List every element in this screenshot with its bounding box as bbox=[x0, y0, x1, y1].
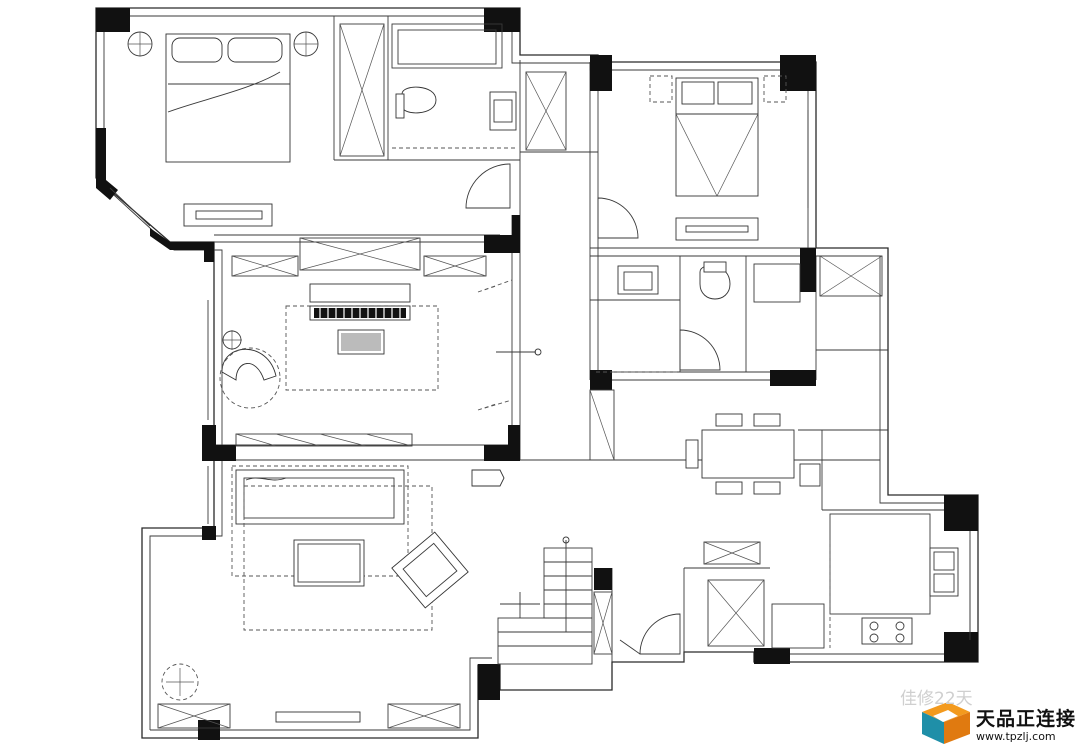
kitchen bbox=[707, 513, 971, 649]
piano-icon bbox=[309, 283, 411, 303]
toilet-icon bbox=[401, 86, 437, 114]
stove-icon bbox=[861, 617, 913, 645]
brand-name: 天品正连接 bbox=[976, 708, 1077, 730]
piano-keys bbox=[314, 308, 406, 318]
study-room bbox=[207, 237, 542, 447]
structural-columns bbox=[96, 8, 978, 740]
second-bedroom bbox=[597, 75, 809, 241]
staircase bbox=[497, 536, 681, 665]
brand-logo bbox=[922, 702, 970, 744]
master-bedroom bbox=[103, 23, 385, 227]
faded-watermark: 佳修22天 bbox=[900, 689, 973, 709]
second-bathroom bbox=[596, 255, 883, 373]
dining-area bbox=[589, 389, 821, 565]
sink-icon bbox=[617, 265, 659, 295]
sink-icon bbox=[929, 547, 959, 597]
living-room bbox=[149, 465, 505, 729]
brand-url: www.tpzlj.com bbox=[976, 730, 1056, 743]
master-bathroom bbox=[391, 23, 567, 209]
